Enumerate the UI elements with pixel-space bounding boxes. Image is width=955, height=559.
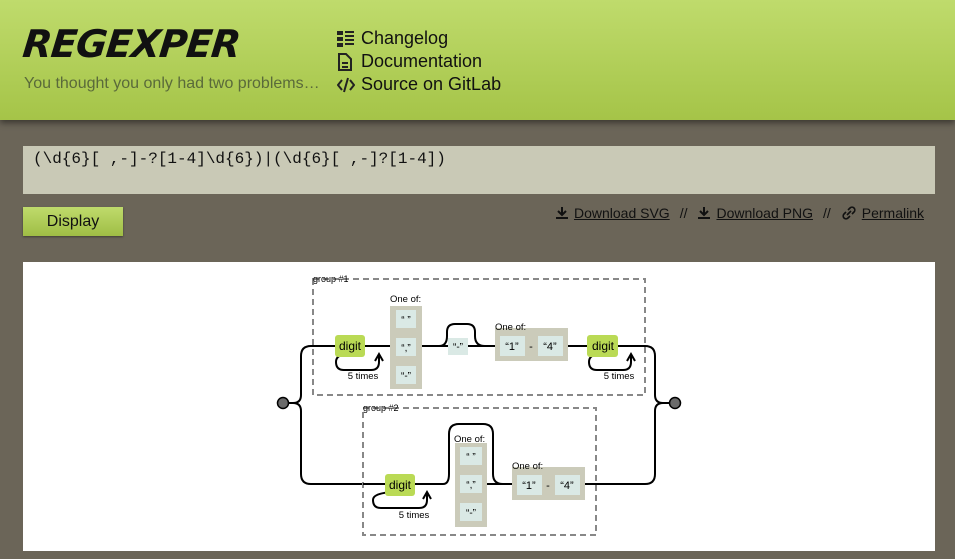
group-2-range-to — [555, 475, 580, 495]
group-1-optional-hyphen-label: “-” — [453, 342, 463, 353]
link-separator: // — [679, 205, 688, 221]
group-1-char-hyphen — [396, 366, 416, 384]
download-svg-label: Download SVG — [573, 205, 670, 221]
link-icon — [841, 206, 857, 220]
group-2-char-space-label: “ ” — [466, 452, 475, 463]
group-1-range-from-label: “1” — [505, 341, 519, 353]
group-2-digit-box — [385, 474, 415, 496]
group-2-lines — [363, 423, 596, 509]
group-2-range-to-label: “4” — [560, 480, 574, 492]
download-links: Download SVG // Download PNG // Permalin… — [555, 205, 924, 221]
download-png-link[interactable]: Download PNG — [697, 205, 813, 221]
group-2-range-dash: - — [546, 480, 550, 492]
group-1-range-to-label: “4” — [543, 341, 557, 353]
group-2-char-comma — [460, 475, 482, 493]
group-2-digit-label: digit — [389, 478, 412, 492]
header: REGEXPER You thought you only had two pr… — [0, 0, 955, 120]
permalink-label: Permalink — [861, 205, 924, 221]
download-icon — [697, 206, 711, 220]
group-1-range-from — [500, 336, 525, 356]
download-png-label: Download PNG — [716, 205, 813, 221]
start-node — [276, 396, 290, 410]
group-1-range-dash: - — [529, 341, 533, 353]
nav-documentation-label: Documentation — [361, 51, 483, 71]
group-1-digit2-label: digit — [592, 339, 615, 353]
group-1-optional-hyphen — [448, 338, 468, 355]
end-node — [668, 396, 682, 410]
group-1-repeat-label: 5 times — [348, 371, 379, 382]
group-2: group #2 digit 5 times One of: “ ” “,” “… — [362, 403, 597, 536]
tagline: You thought you only had two problems… — [24, 75, 320, 92]
group-1-repeat2-label: 5 times — [604, 371, 635, 382]
list-icon — [337, 30, 355, 48]
group-1-char-hyphen-label: “-” — [401, 371, 411, 382]
group-1: group #1 digit 5 times One of: “ ” — [312, 274, 646, 396]
group-2-repeat-label: 5 times — [399, 510, 430, 521]
group-1-char-comma — [396, 338, 416, 356]
main-connectors — [289, 345, 669, 485]
group-1-digit2-box — [587, 335, 618, 357]
nav-source-label: Source on GitLab — [361, 74, 502, 94]
group-2-range-from — [517, 475, 542, 495]
code-icon — [337, 76, 355, 94]
group-1-digit-box — [335, 335, 365, 357]
document-icon — [337, 52, 355, 71]
display-button[interactable]: Display — [23, 207, 123, 236]
group-2-range-oneof-label: One of: — [512, 461, 543, 472]
group-1-char-comma-label: “,” — [401, 343, 410, 354]
group-1-label: group #1 — [313, 274, 349, 284]
link-separator: // — [822, 205, 831, 221]
nav-documentation[interactable]: Documentation — [337, 50, 501, 73]
nav-changelog-label: Changelog — [361, 28, 449, 48]
group-2-char-space — [460, 447, 482, 465]
diagram-area: group #1 digit 5 times One of: “ ” — [23, 262, 935, 551]
permalink-link[interactable]: Permalink — [841, 205, 924, 221]
group-2-char-hyphen-label: “-” — [466, 508, 476, 519]
logo[interactable]: REGEXPER — [20, 22, 243, 66]
group-1-digit-label: digit — [339, 339, 362, 353]
primary-nav: Changelog Documentation Source on GitLab — [337, 27, 501, 96]
regex-input[interactable] — [23, 146, 935, 194]
group-1-range-oneof-label: One of: — [495, 322, 526, 333]
nav-changelog[interactable]: Changelog — [337, 27, 501, 50]
group-2-char-hyphen — [460, 503, 482, 521]
nav-source[interactable]: Source on GitLab — [337, 73, 501, 96]
group-1-char-space — [396, 310, 416, 328]
download-svg-link[interactable]: Download SVG — [555, 205, 670, 221]
group-2-label: group #2 — [363, 403, 399, 413]
group-1-oneof-label: One of: — [390, 294, 421, 305]
group-2-char-comma-label: “,” — [466, 480, 475, 491]
download-icon — [555, 206, 569, 220]
group-1-char-space-label: “ ” — [401, 315, 410, 326]
railroad-diagram: group #1 digit 5 times One of: “ ” — [276, 274, 682, 536]
group-2-range-from-label: “1” — [522, 480, 536, 492]
group-1-box — [312, 278, 646, 396]
group-2-oneof-label: One of: — [454, 434, 485, 445]
group-1-range-to — [538, 336, 563, 356]
